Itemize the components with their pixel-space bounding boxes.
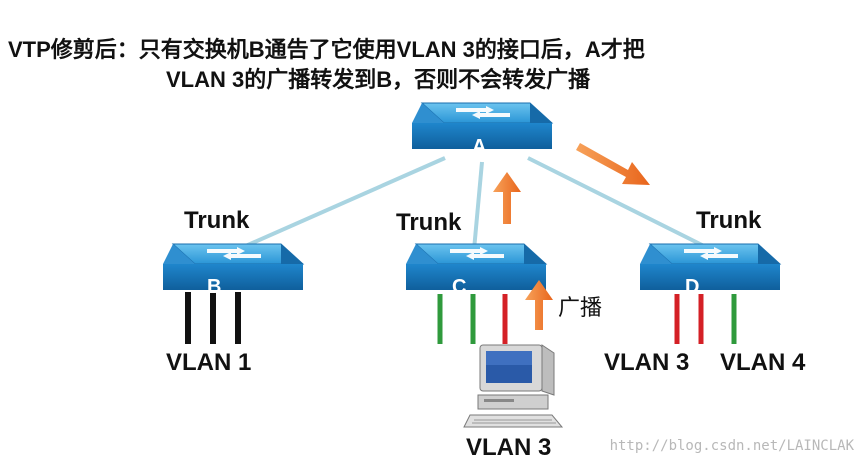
link-a-b	[231, 156, 446, 254]
vlan-label-host: VLAN 3	[466, 434, 552, 461]
switch-b-ports	[185, 292, 241, 344]
trunk-label-c: Trunk	[396, 209, 462, 236]
broadcast-label: 广播	[558, 295, 603, 320]
arrow-icon	[493, 172, 521, 224]
switch-c-label: C	[452, 276, 467, 298]
computer-icon	[463, 344, 564, 428]
switch-d-ports	[674, 294, 737, 344]
vlan-label-d-2: VLAN 4	[720, 349, 806, 376]
switch-b	[162, 243, 304, 291]
caption-line-1: VTP修剪后：只有交换机B通告了它使用VLAN 3的接口后，A才把	[8, 37, 645, 62]
vlan-label-b: VLAN 1	[166, 349, 252, 376]
switch-d	[639, 243, 781, 291]
vlan-label-d-1: VLAN 3	[604, 349, 690, 376]
arrow-icon	[576, 143, 650, 185]
arrow-icon	[525, 280, 553, 330]
switch-c-ports	[437, 294, 508, 344]
switch-a-label: A	[472, 136, 487, 158]
trunk-links	[231, 156, 713, 254]
switch-icon	[405, 243, 547, 291]
switch-c	[405, 243, 547, 291]
switch-icon	[639, 243, 781, 291]
watermark: http://blog.csdn.net/LAINCLAK	[609, 438, 854, 454]
trunk-label-d: Trunk	[696, 207, 762, 234]
caption-line-2: VLAN 3的广播转发到B，否则不会转发广播	[166, 67, 591, 92]
switch-b-label: B	[207, 276, 222, 298]
link-a-c	[472, 161, 484, 251]
switch-d-label: D	[685, 276, 700, 298]
switch-icon	[162, 243, 304, 291]
trunk-label-b: Trunk	[184, 207, 250, 234]
link-a-d	[527, 156, 713, 252]
broadcast-arrows	[493, 143, 650, 330]
